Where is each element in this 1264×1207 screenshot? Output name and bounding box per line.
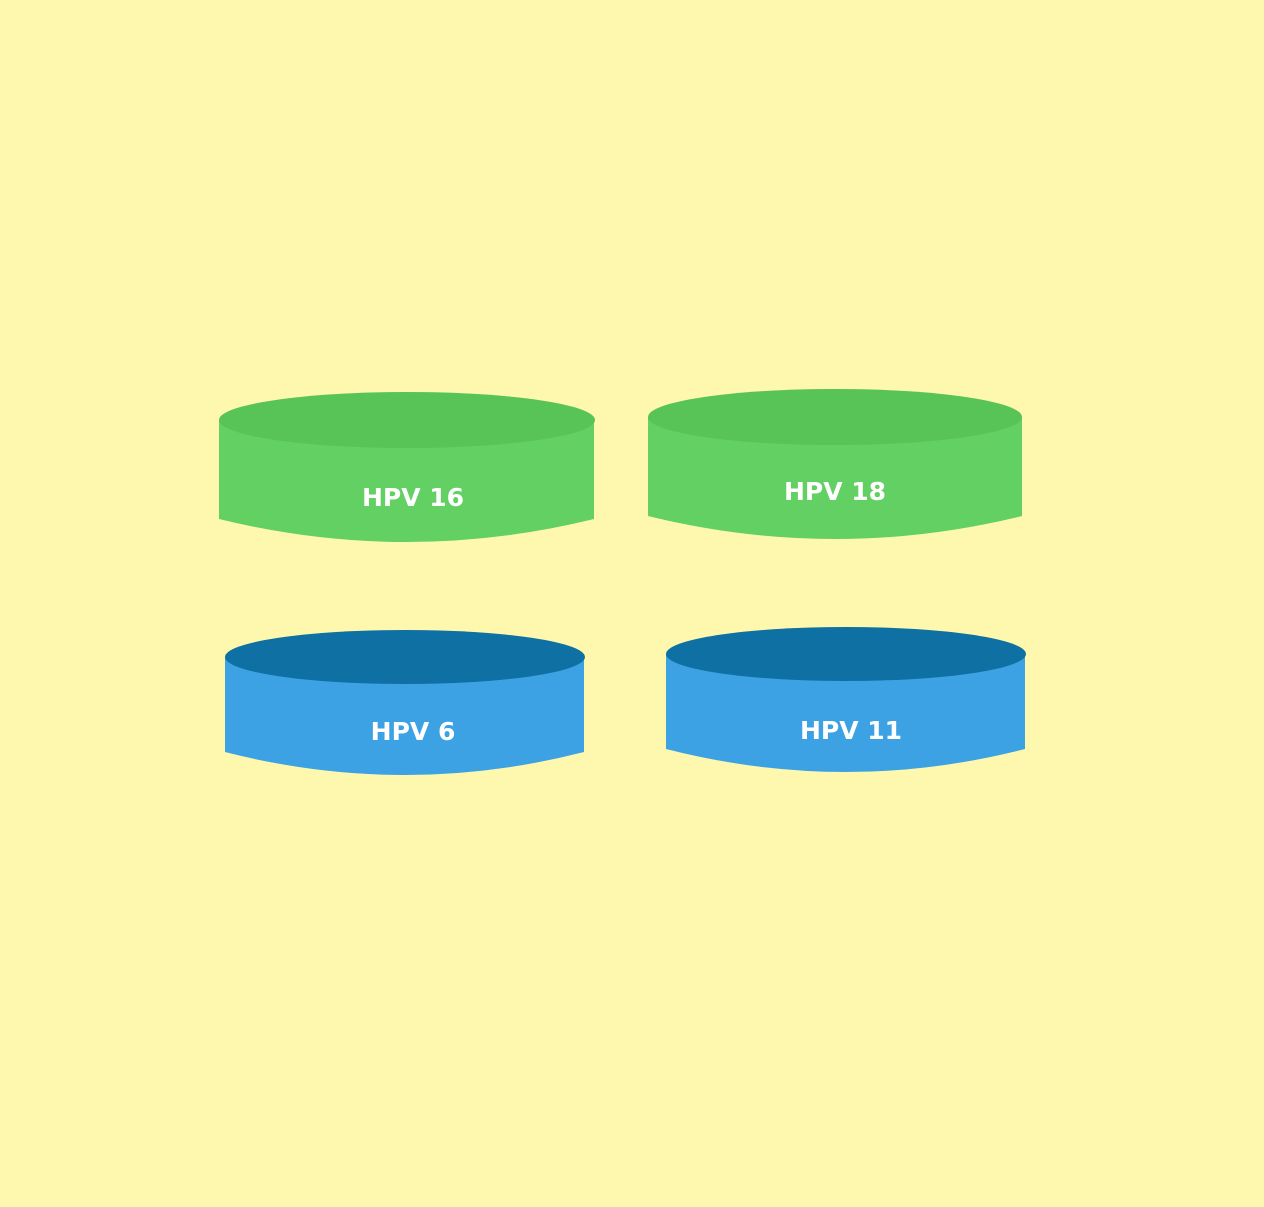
disc-hpv-16-top <box>219 392 595 448</box>
disc-hpv-11-top <box>666 627 1026 681</box>
disc-hpv-16-label: HPV 16 <box>362 483 464 512</box>
disc-hpv-6-top <box>225 630 585 684</box>
disc-hpv-16-body <box>219 420 594 542</box>
disc-hpv-11-label: HPV 11 <box>800 716 902 745</box>
disc-hpv-11-body <box>666 654 1025 772</box>
disc-hpv-11: HPV 11 <box>666 627 1026 772</box>
disc-hpv-6-body <box>225 657 584 775</box>
disc-hpv-18-label: HPV 18 <box>784 477 886 506</box>
disc-hpv-6: HPV 6 <box>225 630 585 775</box>
disc-hpv-18-body <box>648 417 1022 539</box>
disc-hpv-6-label: HPV 6 <box>371 717 456 746</box>
disc-hpv-18: HPV 18 <box>648 389 1022 539</box>
disc-hpv-18-top <box>648 389 1022 445</box>
disc-hpv-16: HPV 16 <box>219 392 595 542</box>
